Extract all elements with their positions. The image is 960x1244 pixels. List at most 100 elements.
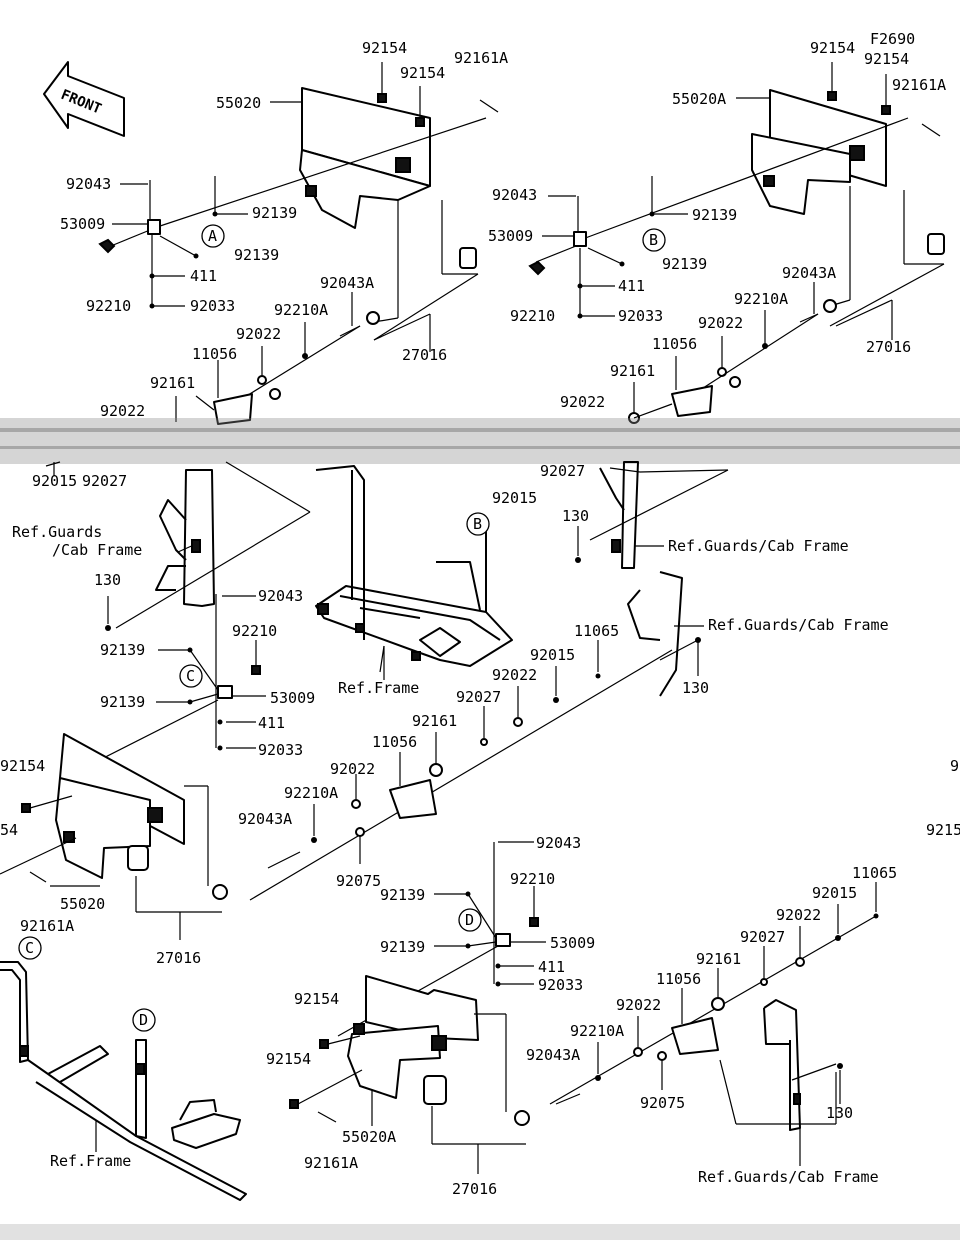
label-92210a: 92210A bbox=[734, 290, 788, 308]
label-92210a: 92210A bbox=[570, 1022, 624, 1040]
label-92139: 92139 bbox=[234, 246, 279, 264]
label-92043a: 92043A bbox=[526, 1046, 580, 1064]
label-92154: 92154 bbox=[294, 990, 339, 1008]
label-92139: 92139 bbox=[100, 641, 145, 659]
marker-d-frame bbox=[132, 1008, 156, 1032]
label-11056: 11056 bbox=[372, 733, 417, 751]
label-92139: 92139 bbox=[380, 938, 425, 956]
lower-left-frame: C D bbox=[0, 936, 247, 1201]
bracket-53009 bbox=[495, 933, 511, 947]
label-92022: 92022 bbox=[236, 325, 281, 343]
label-ref-guards-cab-frame: Ref.Guards/Cab Frame bbox=[698, 1168, 879, 1186]
label-27016: 27016 bbox=[156, 949, 201, 967]
svg-text:D: D bbox=[139, 1011, 148, 1029]
svg-text:B: B bbox=[649, 231, 658, 249]
scan-noise-band bbox=[0, 418, 960, 1240]
guard-post-right-1 bbox=[621, 461, 639, 569]
label-92043: 92043 bbox=[258, 587, 303, 605]
guard-post-left bbox=[183, 469, 215, 607]
bolt-icon bbox=[289, 1099, 299, 1109]
label-92043: 92043 bbox=[492, 186, 537, 204]
label-92139: 92139 bbox=[252, 204, 297, 222]
label-92210: 92210 bbox=[232, 622, 277, 640]
label-92154: 92154 bbox=[362, 39, 407, 57]
svg-text:B: B bbox=[473, 515, 482, 533]
clamp-11056 bbox=[389, 779, 437, 819]
label-92022: 92022 bbox=[560, 393, 605, 411]
label-92161a: 92161A bbox=[454, 49, 508, 67]
guard-post-right-2 bbox=[659, 571, 683, 697]
clamp-11056 bbox=[213, 393, 253, 425]
label-92022: 92022 bbox=[330, 760, 375, 778]
bolt-icon bbox=[415, 117, 425, 127]
label-55020: 55020 bbox=[60, 895, 105, 913]
label-92075: 92075 bbox=[336, 872, 381, 890]
label-92043: 92043 bbox=[536, 834, 581, 852]
label-92139: 92139 bbox=[662, 255, 707, 273]
assembly-b: B bbox=[528, 62, 945, 424]
label-92027: 92027 bbox=[540, 462, 585, 480]
label-53009: 53009 bbox=[488, 227, 533, 245]
label-92043a: 92043A bbox=[782, 264, 836, 282]
label-92154: 92154 bbox=[400, 64, 445, 82]
marker-b-frame bbox=[466, 512, 490, 536]
label-27016: 27016 bbox=[452, 1180, 497, 1198]
label-ref-guards-cab-frame: Ref.Guards/Cab Frame bbox=[708, 616, 889, 634]
label-92161a: 92161A bbox=[892, 76, 946, 94]
part-labels: 92154 92154 92161A 55020 92043 92139 530… bbox=[0, 39, 960, 1198]
marker-d bbox=[458, 908, 482, 932]
bolt-icon bbox=[319, 1039, 329, 1049]
label-9: 9 bbox=[950, 757, 959, 775]
label-11056: 11056 bbox=[652, 335, 697, 353]
label-92022: 92022 bbox=[776, 906, 821, 924]
label-53009: 53009 bbox=[270, 689, 315, 707]
label-92154: 92154 bbox=[0, 757, 45, 775]
label-92139: 92139 bbox=[380, 886, 425, 904]
label-92043a: 92043A bbox=[320, 274, 374, 292]
label-92022: 92022 bbox=[100, 402, 145, 420]
svg-text:A: A bbox=[208, 227, 217, 245]
label-92027: 92027 bbox=[82, 472, 127, 490]
diagram-code: F2690 bbox=[870, 30, 915, 48]
label-92015: 92015 bbox=[812, 884, 857, 902]
label-ref-frame: Ref.Frame bbox=[338, 679, 419, 697]
label-9215: 9215 bbox=[926, 821, 960, 839]
label-11056: 11056 bbox=[656, 970, 701, 988]
label-130: 130 bbox=[826, 1104, 853, 1122]
label-92210a: 92210A bbox=[274, 301, 328, 319]
bolt-icon bbox=[827, 91, 837, 101]
label-130: 130 bbox=[94, 571, 121, 589]
bolt-icon bbox=[21, 803, 31, 813]
label-130: 130 bbox=[682, 679, 709, 697]
clamp-11056 bbox=[671, 385, 713, 417]
label-92015: 92015 bbox=[492, 489, 537, 507]
label-92161: 92161 bbox=[150, 374, 195, 392]
svg-text:D: D bbox=[465, 911, 474, 929]
label-92033: 92033 bbox=[538, 976, 583, 994]
label-92033: 92033 bbox=[190, 297, 235, 315]
label-92210: 92210 bbox=[86, 297, 131, 315]
front-arrow-icon: FRONT bbox=[43, 61, 125, 137]
label-55020a: 55020A bbox=[672, 90, 726, 108]
label-55020a: 55020A bbox=[342, 1128, 396, 1146]
svg-text:C: C bbox=[186, 667, 195, 685]
label-92022: 92022 bbox=[698, 314, 743, 332]
assembly-a: A bbox=[98, 62, 499, 425]
label-92210a: 92210A bbox=[284, 784, 338, 802]
label-92015: 92015 bbox=[530, 646, 575, 664]
bracket-53009 bbox=[147, 219, 161, 235]
label-92161: 92161 bbox=[610, 362, 655, 380]
label-92210: 92210 bbox=[510, 307, 555, 325]
marker-c-frame bbox=[18, 936, 42, 960]
label-92161a: 92161A bbox=[20, 917, 74, 935]
label-92022: 92022 bbox=[492, 666, 537, 684]
label-53009: 53009 bbox=[550, 934, 595, 952]
label-92139: 92139 bbox=[692, 206, 737, 224]
marker-b bbox=[642, 228, 666, 252]
label-92027: 92027 bbox=[740, 928, 785, 946]
middle-frame-assembly: B bbox=[45, 461, 729, 901]
label-ref-cab-frame: /Cab Frame bbox=[52, 541, 142, 559]
label-54: 54 bbox=[0, 821, 18, 839]
